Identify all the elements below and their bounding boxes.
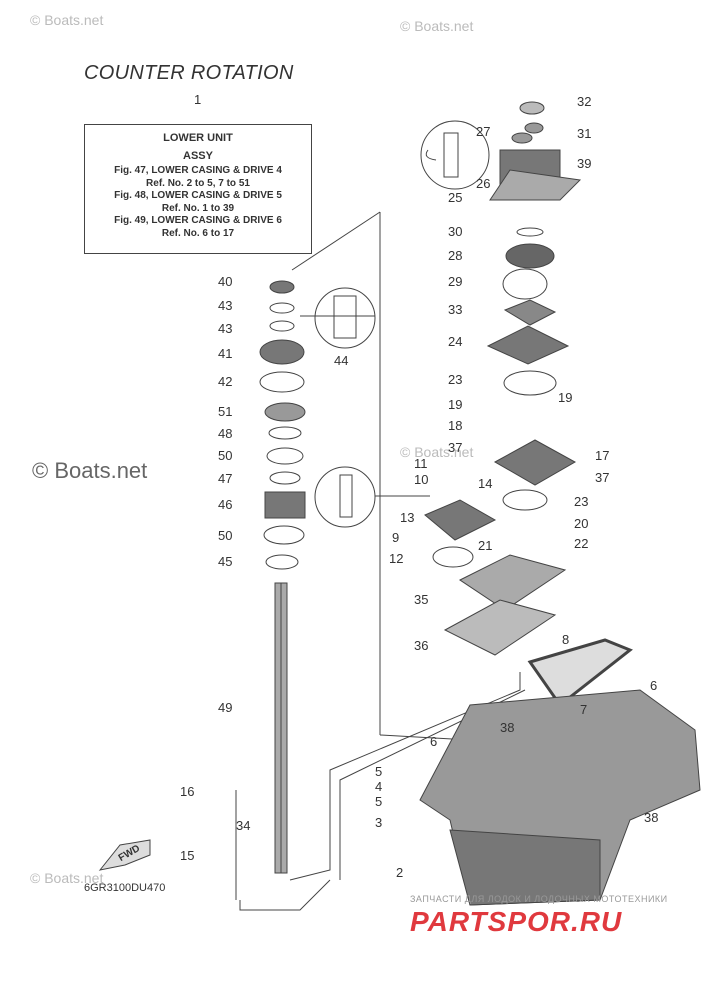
watermark: © Boats.net bbox=[400, 18, 474, 34]
assy-line: Fig. 49, LOWER CASING & DRIVE 6 bbox=[114, 215, 282, 227]
part-label: 9 bbox=[392, 530, 400, 545]
part-label: 38 bbox=[500, 720, 515, 735]
watermark: © Boats.net bbox=[30, 12, 104, 28]
part-label: 37 bbox=[448, 440, 463, 455]
part-label: 2 bbox=[396, 865, 404, 880]
part-label: 46 bbox=[218, 497, 233, 512]
part-label: 23 bbox=[574, 494, 589, 509]
part-label: 13 bbox=[400, 510, 415, 525]
brand-subtitle: ЗАПЧАСТИ ДЛЯ ЛОДОК И ЛОДОЧНЫХ МОТОТЕХНИК… bbox=[410, 894, 668, 904]
part-label: 22 bbox=[574, 536, 589, 551]
assy-line: Fig. 48, LOWER CASING & DRIVE 5 bbox=[114, 190, 282, 202]
part-label: 32 bbox=[577, 94, 592, 109]
part-label: 8 bbox=[562, 632, 570, 647]
part-label: 12 bbox=[389, 551, 404, 566]
part-label: 15 bbox=[180, 848, 195, 863]
part-label: 30 bbox=[448, 224, 463, 239]
part-label: 7 bbox=[580, 702, 588, 717]
part-label: 39 bbox=[577, 156, 592, 171]
part-label: 43 bbox=[218, 321, 233, 336]
part-label: 42 bbox=[218, 374, 233, 389]
part-label: 35 bbox=[414, 592, 429, 607]
part-label: 44 bbox=[334, 353, 349, 368]
assy-line: Ref. No. 1 to 39 bbox=[161, 202, 235, 214]
part-label: 23 bbox=[448, 372, 463, 387]
assy-line: Ref. No. 2 to 5, 7 to 51 bbox=[146, 177, 250, 189]
watermark: © Boats.net bbox=[32, 458, 148, 483]
part-label: 47 bbox=[218, 471, 233, 486]
part-label: 3 bbox=[375, 815, 383, 830]
diagram-code: 6GR3100DU470 bbox=[84, 882, 166, 894]
part-label: 27 bbox=[476, 124, 491, 139]
watermark: © Boats.net bbox=[400, 444, 474, 460]
part-label: 43 bbox=[218, 298, 233, 313]
part-label: 45 bbox=[218, 554, 233, 569]
part-label: 10 bbox=[414, 472, 429, 487]
part-label: 14 bbox=[478, 476, 493, 491]
assy-line: LOWER UNIT bbox=[163, 132, 233, 144]
part-label: 24 bbox=[448, 334, 463, 349]
part-label: 11 bbox=[414, 456, 428, 471]
part-label: 21 bbox=[478, 538, 493, 553]
assy-line: Fig. 47, LOWER CASING & DRIVE 4 bbox=[114, 165, 282, 176]
part-label: 36 bbox=[414, 638, 429, 653]
assy-line: Ref. No. 6 to 17 bbox=[161, 227, 235, 239]
part-label: 37 bbox=[595, 470, 610, 485]
ref-number-label: 1 bbox=[194, 92, 202, 107]
part-label: 51 bbox=[218, 404, 233, 419]
part-label: 19 bbox=[558, 390, 573, 405]
part-label: 19 bbox=[448, 397, 463, 412]
part-label: 34 bbox=[236, 818, 251, 833]
part-label: 16 bbox=[180, 784, 195, 799]
part-label: 50 bbox=[218, 448, 233, 463]
part-label: 26 bbox=[476, 176, 491, 191]
part-label: 50 bbox=[218, 528, 233, 543]
assy-line: ASSY bbox=[183, 150, 213, 162]
part-label: 31 bbox=[577, 126, 592, 141]
diagram-title: COUNTER ROTATION bbox=[84, 62, 294, 84]
brand-logo[interactable]: PARTSPOR.RU bbox=[410, 906, 623, 937]
part-label: 5 bbox=[375, 764, 383, 779]
part-label: 6 bbox=[430, 734, 438, 749]
part-label: 41 bbox=[218, 346, 233, 361]
part-label: 25 bbox=[448, 190, 463, 205]
part-label: 4 bbox=[375, 779, 383, 794]
part-label: 29 bbox=[448, 274, 463, 289]
watermark: © Boats.net bbox=[30, 870, 104, 886]
part-label: 33 bbox=[448, 302, 463, 317]
part-label: 17 bbox=[595, 448, 610, 463]
part-label: 49 bbox=[218, 700, 233, 715]
part-label: 6 bbox=[650, 678, 658, 693]
part-label: 38 bbox=[644, 810, 659, 825]
part-label: 28 bbox=[448, 248, 463, 263]
assy-reference-box: LOWER UNIT ASSY Fig. 47, LOWER CASING & … bbox=[84, 124, 312, 254]
part-label: 18 bbox=[448, 418, 463, 433]
part-label: 48 bbox=[218, 426, 233, 441]
part-label: 5 bbox=[375, 794, 383, 809]
part-label: 20 bbox=[574, 516, 589, 531]
part-label: 40 bbox=[218, 274, 233, 289]
